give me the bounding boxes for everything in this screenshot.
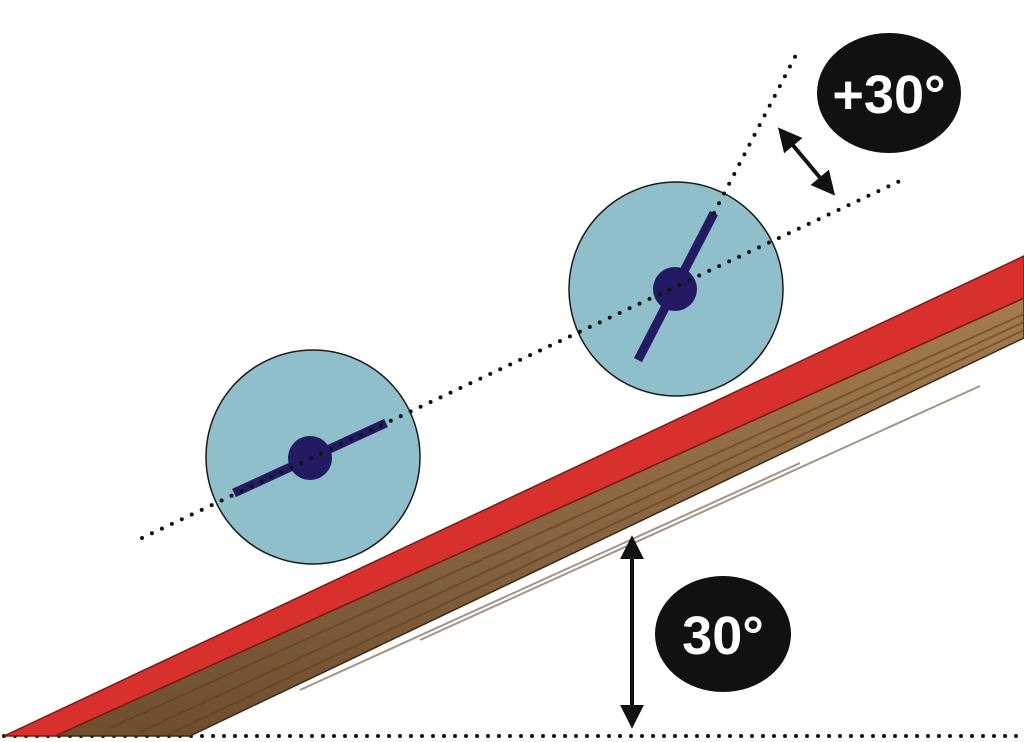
wheel-upper <box>568 181 784 397</box>
incline-badge: 30° <box>655 576 791 692</box>
incline-badge-label: 30° <box>682 606 764 666</box>
ramp-surface <box>3 255 1024 737</box>
wood-grain <box>109 313 1024 737</box>
rotation-badge-label: +30° <box>832 65 945 125</box>
wheel-lower <box>205 349 421 565</box>
rotation-badge-bg <box>817 33 961 153</box>
incline-badge-bg <box>655 576 791 692</box>
ramp <box>3 255 1024 737</box>
wheel-upper-hub <box>653 267 697 311</box>
rotation-badge: +30° <box>817 33 961 153</box>
rotation-angle-arrow <box>777 127 836 196</box>
